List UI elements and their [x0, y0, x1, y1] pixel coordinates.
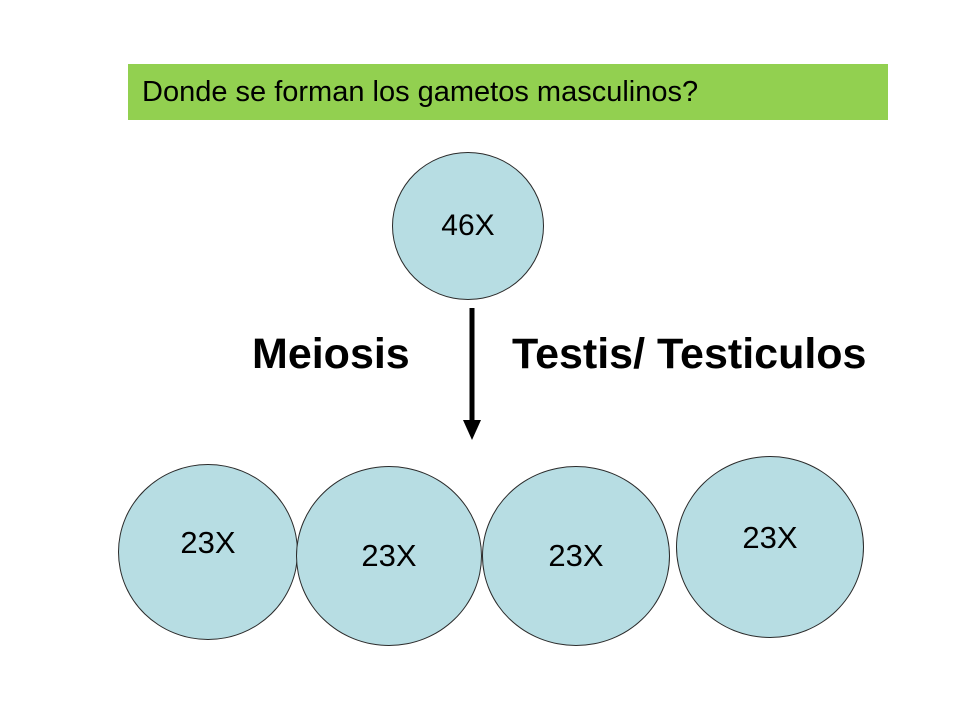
daughter-cell-label: 23X: [548, 538, 604, 573]
question-box: Donde se forman los gametos masculinos?: [128, 64, 888, 120]
parent-cell: 46X: [392, 152, 544, 300]
daughter-cell-label: 23X: [742, 520, 798, 555]
arrow-head: [463, 420, 481, 440]
parent-cell-label: 46X: [441, 209, 495, 242]
daughter-cell-4: 23X: [676, 456, 864, 638]
daughter-cell-3: 23X: [482, 466, 670, 646]
daughter-cell-1: 23X: [118, 464, 298, 640]
division-arrow: [463, 308, 481, 440]
daughter-cell-2: 23X: [296, 466, 482, 646]
process-name-label: Meiosis: [252, 330, 410, 378]
daughter-cell-label: 23X: [361, 538, 417, 573]
daughter-cell-label: 23X: [180, 525, 236, 560]
question-text: Donde se forman los gametos masculinos?: [142, 75, 699, 108]
process-location-label: Testis/ Testiculos: [512, 330, 867, 378]
